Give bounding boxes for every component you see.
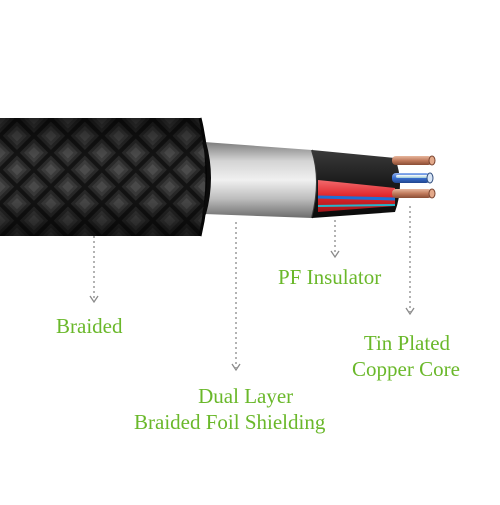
label-pf-insulator: PF Insulator [278,264,381,290]
arrowhead-braided [89,295,99,304]
arrowhead-pf-insulator [330,250,340,259]
arrowhead-dual-layer [231,363,241,372]
label-tin-plated-line-2: Copper Core [352,357,460,381]
arrowhead-tin-plated [405,307,415,316]
upper-copper-core [392,155,436,166]
label-braided: Braided [56,313,122,339]
leader-lines [93,206,411,368]
foil-shield [202,141,318,219]
label-dual-layer-line-2: Braided Foil Shielding [134,410,326,434]
label-braided-text: Braided [56,314,123,338]
middle-blue-wire [392,172,434,184]
label-tin-plated: Tin Plated Copper Core [352,330,460,382]
lower-copper-core [392,188,436,199]
red-wire [317,180,396,212]
leader-arrowheads [89,250,415,372]
braided-jacket [0,117,209,237]
label-dual-layer: Dual Layer Braided Foil Shielding [134,383,325,435]
label-pf-insulator-text: PF Insulator [278,265,382,289]
label-tin-plated-line-1: Tin Plated [363,331,451,355]
label-dual-layer-line-1: Dual Layer [198,384,294,408]
